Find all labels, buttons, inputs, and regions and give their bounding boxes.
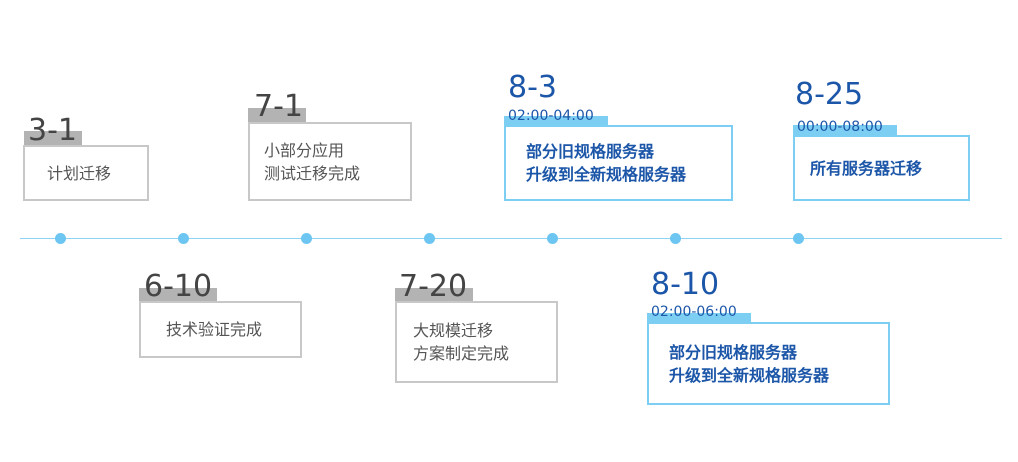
- milestone-text: 技术验证完成: [166, 320, 263, 339]
- milestone-text: 大规模迁移: [413, 321, 494, 340]
- milestone-card: 计划迁移: [23, 145, 149, 201]
- milestone-card: 所有服务器迁移: [793, 135, 970, 201]
- milestone-card: 部分旧规格服务器 升级到全新规格服务器: [647, 322, 890, 405]
- milestone-text: 升级到全新规格服务器: [669, 365, 830, 385]
- milestone-tab: [139, 288, 217, 302]
- milestone-text: 所有服务器迁移: [810, 158, 923, 178]
- milestone-date: 8-25: [795, 77, 864, 112]
- milestone-tab: [24, 131, 82, 145]
- milestone-card: 大规模迁移 方案制定完成: [395, 301, 558, 383]
- milestone-text: 小部分应用: [264, 140, 345, 160]
- milestone-date: 8-10: [651, 267, 720, 302]
- milestone-time: 02:00-06:00: [651, 304, 737, 320]
- milestone-tab: [395, 288, 473, 302]
- milestone-date: 7-1: [254, 89, 303, 124]
- milestone-card: 部分旧规格服务器 升级到全新规格服务器: [504, 125, 733, 201]
- timeline-dot: [547, 233, 558, 244]
- timeline-dot: [670, 233, 681, 244]
- milestone-time: 00:00-08:00: [797, 119, 883, 135]
- milestone-tab: [248, 108, 306, 122]
- timeline-dot: [178, 233, 189, 244]
- milestone-card: 技术验证完成: [139, 301, 302, 358]
- timeline-dot: [301, 233, 312, 244]
- timeline-axis: [20, 238, 1002, 239]
- milestone-time: 02:00-04:00: [508, 108, 594, 124]
- milestone-card: 小部分应用 测试迁移完成: [248, 122, 412, 201]
- milestone-text: 部分旧规格服务器: [526, 142, 655, 161]
- milestone-date: 7-20: [399, 269, 468, 304]
- milestone-tab: [793, 125, 897, 137]
- milestone-text: 升级到全新规格服务器: [526, 165, 687, 184]
- timeline-dot: [55, 233, 66, 244]
- milestone-date: 6-10: [144, 269, 213, 304]
- milestone-date: 8-3: [508, 70, 557, 105]
- milestone-text: 部分旧规格服务器: [669, 342, 798, 362]
- milestone-text: 方案制定完成: [413, 344, 510, 363]
- milestone-text: 测试迁移完成: [264, 163, 361, 183]
- milestone-date: 3-1: [28, 113, 77, 148]
- milestone-text: 计划迁移: [47, 163, 112, 183]
- timeline-dot: [793, 233, 804, 244]
- timeline-dot: [424, 233, 435, 244]
